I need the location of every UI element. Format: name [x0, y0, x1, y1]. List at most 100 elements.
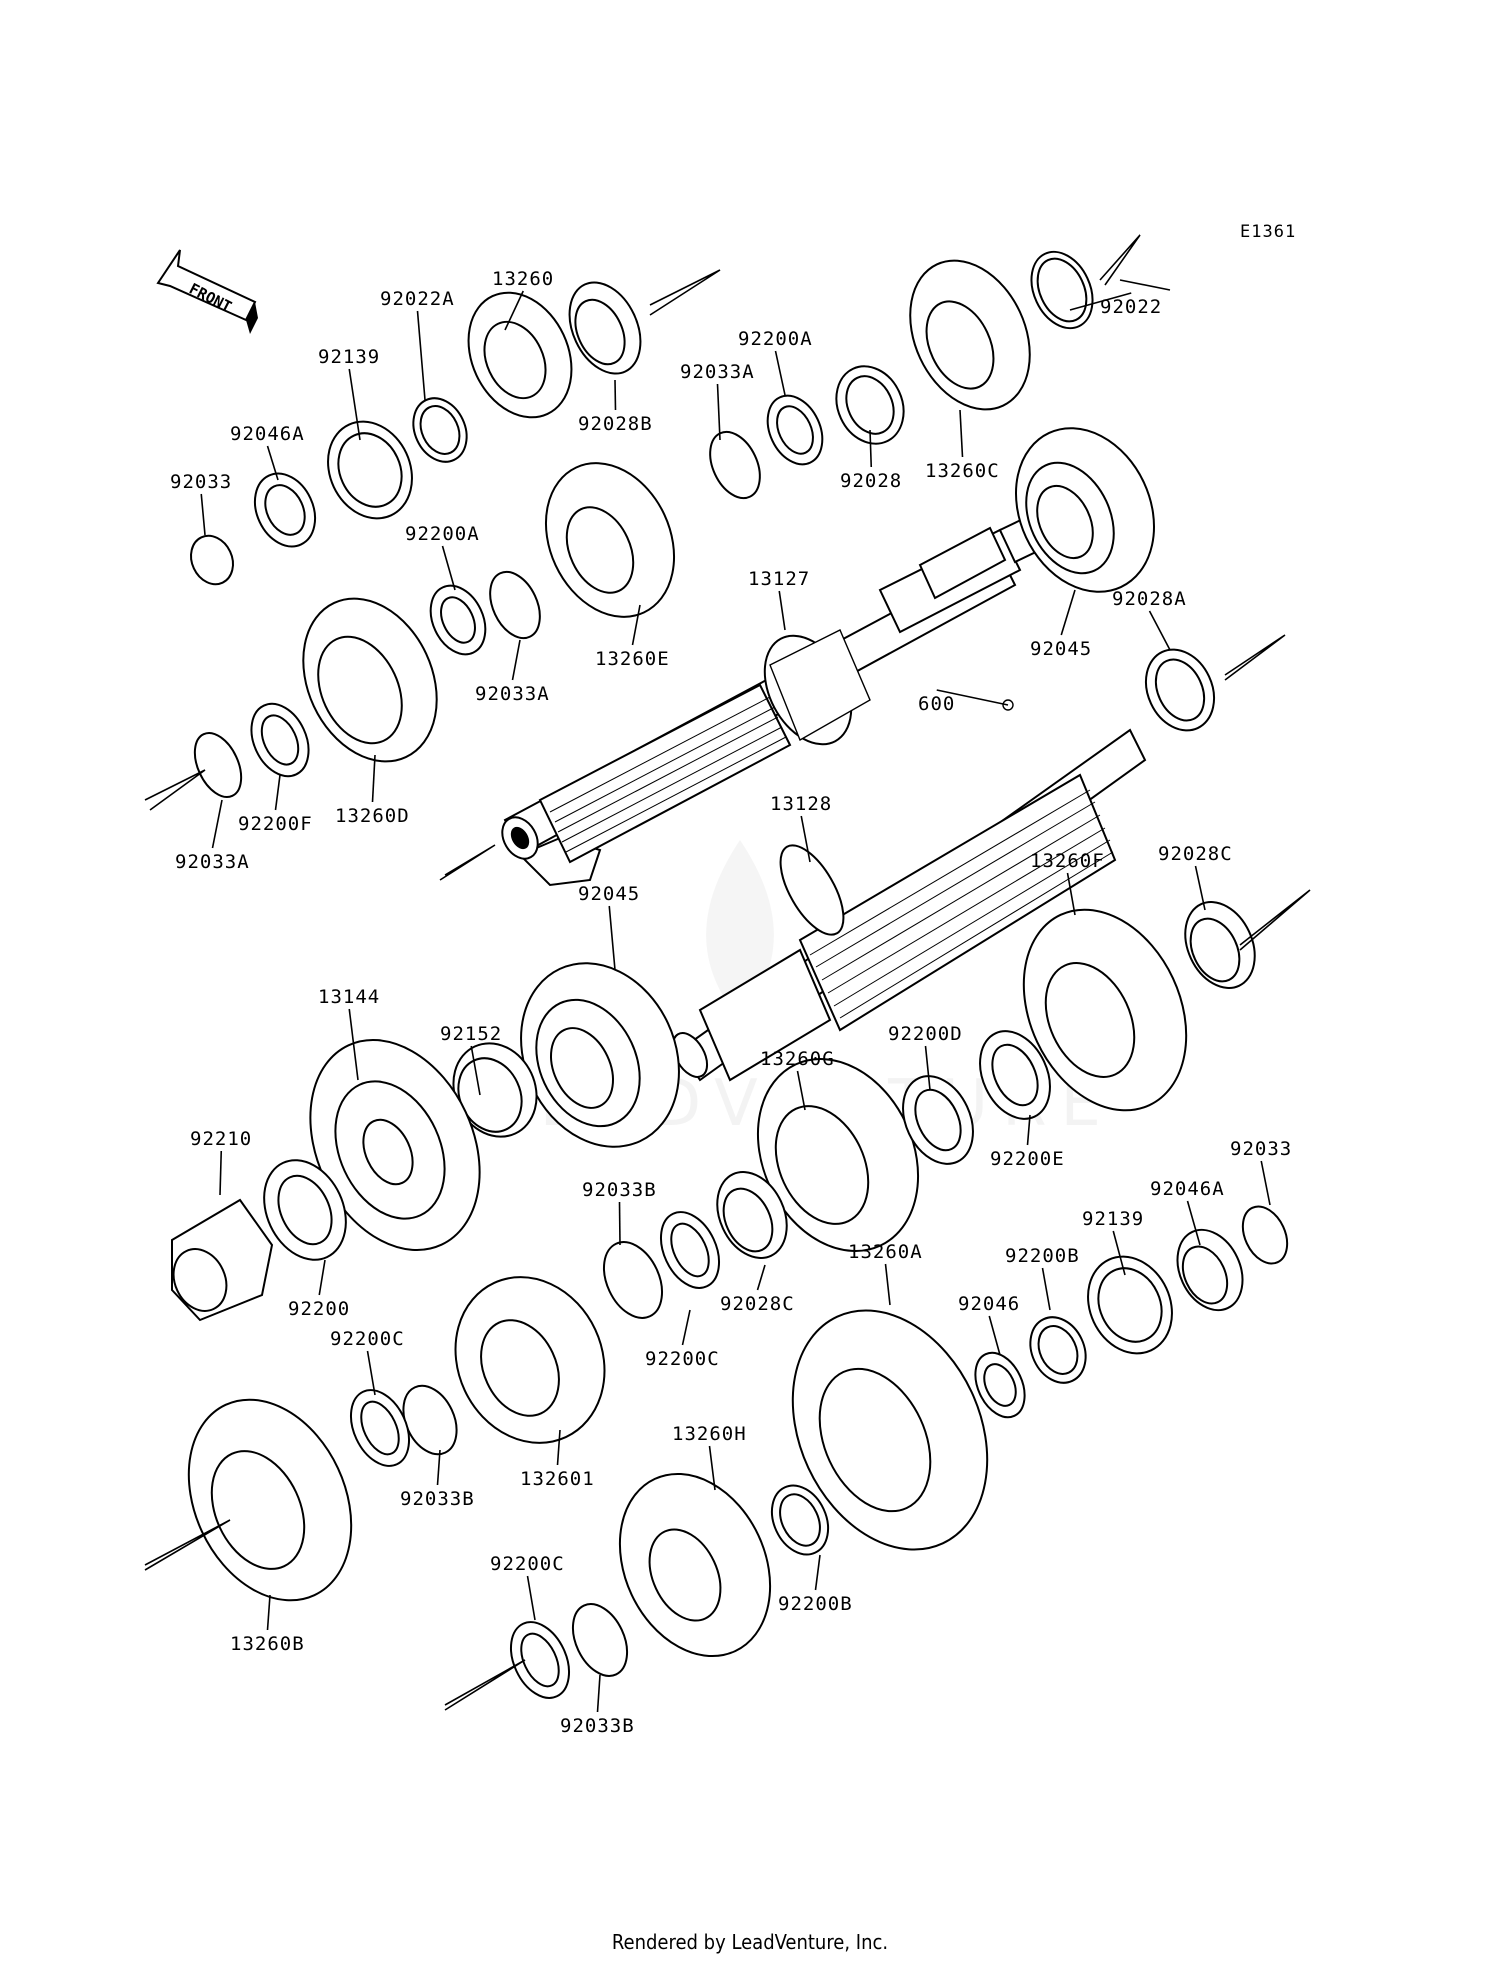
- part-label-p92033_right: 92033: [1230, 1138, 1292, 1160]
- leader-line-p13260B: [266, 1594, 271, 1631]
- part-label-p13260H: 13260H: [672, 1423, 747, 1445]
- part-label-p92022A: 92022A: [380, 288, 455, 310]
- leader-line-p92033A_low: [211, 799, 223, 849]
- leader-line-p13260F: [1066, 872, 1076, 916]
- leader-line-p92028B: [614, 379, 617, 411]
- gear-13260A: [791, 1309, 989, 1551]
- circlip-92033A-top: [709, 430, 761, 500]
- bushing-92139-top: [327, 420, 413, 520]
- gear-13260H: [618, 1472, 772, 1658]
- ball-bearing-92045-mid: [520, 962, 680, 1148]
- part-label-p92033a: 92033: [170, 471, 232, 493]
- ball-bearing-92045-top: [1015, 427, 1155, 593]
- washer-92200B-a: [1029, 1316, 1087, 1384]
- leader-line-p92033B_a: [618, 1201, 621, 1246]
- leader-line-p92200E: [1026, 1114, 1031, 1146]
- leader-line-p92045_mid: [608, 905, 616, 971]
- part-label-p92152: 92152: [440, 1023, 502, 1045]
- washer-92022: [1030, 250, 1094, 330]
- gear-13260B: [187, 1398, 353, 1602]
- circlip-92033A-low: [193, 732, 243, 798]
- diagram-id: E1361: [1240, 222, 1297, 242]
- splined-washer-92200E: [979, 1030, 1051, 1120]
- part-label-p13144: 13144: [318, 986, 380, 1008]
- leader-line-p92200C_a: [681, 1309, 691, 1346]
- part-label-p92033A_top: 92033A: [680, 361, 755, 383]
- leader-line-p13128: [800, 815, 811, 863]
- leader-line-p92022: [1069, 292, 1132, 311]
- part-label-p92045_top: 92045: [1030, 638, 1092, 660]
- leader-line-p92028C_mid: [756, 1264, 766, 1291]
- part-label-p13260E: 13260E: [595, 648, 670, 670]
- leader-line-p92033A_mid: [511, 639, 521, 681]
- part-label-p92028C_mid: 92028C: [720, 1293, 795, 1315]
- part-label-p13128: 13128: [770, 793, 832, 815]
- part-label-p92200F: 92200F: [238, 813, 313, 835]
- part-label-p92200A_top: 92200A: [738, 328, 813, 350]
- splined-washer-92200D: [902, 1075, 974, 1165]
- part-label-p13127: 13127: [748, 568, 810, 590]
- leader-line-p92139a: [348, 368, 361, 441]
- leader-line-p92200F: [274, 774, 281, 811]
- splined-washer-92200C-b: [349, 1389, 411, 1467]
- leader-line-p92210: [219, 1150, 223, 1196]
- splined-washer-92200C-a: [659, 1211, 721, 1289]
- part-label-p92200C_c: 92200C: [490, 1553, 565, 1575]
- part-label-p92046: 92046: [958, 1293, 1020, 1315]
- part-label-p92033B_a: 92033B: [582, 1179, 657, 1201]
- part-label-p13260D: 13260D: [335, 805, 410, 827]
- part-label-p92200C_b: 92200C: [330, 1328, 405, 1350]
- output-shaft-13128: [671, 728, 1147, 1082]
- gear-13260: [467, 291, 573, 419]
- gear-13260D: [302, 597, 438, 763]
- part-label-p132601: 132601: [520, 1468, 595, 1490]
- leader-line-p92046: [988, 1315, 1001, 1356]
- part-label-p92139_right: 92139: [1082, 1208, 1144, 1230]
- gear-13260E: [544, 462, 676, 618]
- part-label-p92022: 92022: [1100, 296, 1162, 318]
- leader-line-p92028: [869, 429, 873, 468]
- part-label-p600: 600: [918, 693, 955, 715]
- part-label-p92200: 92200: [288, 1298, 350, 1320]
- part-label-p92200B_a: 92200B: [1005, 1245, 1080, 1267]
- leader-line-p92033A_top: [716, 383, 721, 441]
- leader-line-p92033B_c: [596, 1674, 601, 1713]
- part-label-p92046A: 92046A: [230, 423, 305, 445]
- leader-line-p13260H: [708, 1445, 716, 1491]
- leader-line-p13260G: [796, 1070, 806, 1111]
- leader-line-p13127: [778, 590, 786, 631]
- leader-line-p92046A_right: [1186, 1200, 1201, 1246]
- part-label-p13260: 13260: [492, 268, 554, 290]
- part-label-p13260C: 13260C: [925, 460, 1000, 482]
- gear-13260G: [756, 1057, 920, 1253]
- part-label-p92200B_b: 92200B: [778, 1593, 853, 1615]
- front-arrow-icon: [156, 249, 258, 334]
- splined-washer-92200: [263, 1159, 347, 1261]
- part-label-p92200C_a: 92200C: [645, 1348, 720, 1370]
- leader-line-p92022A: [416, 310, 426, 401]
- splined-washer-92200A-top: [766, 394, 824, 466]
- leader-line-p92046A: [266, 445, 279, 481]
- part-label-p92045_mid: 92045: [578, 883, 640, 905]
- input-shaft-13127: [501, 516, 1042, 887]
- leader-line-p92045_top: [1060, 589, 1076, 636]
- leader-line-p92139_right: [1112, 1230, 1126, 1276]
- leader-line-p13260E: [631, 604, 641, 646]
- needle-bearing-92028C-top: [1184, 901, 1256, 989]
- part-label-p92210: 92210: [190, 1128, 252, 1150]
- leader-line-p92028A: [1148, 610, 1171, 651]
- footer-credit: Rendered by LeadVenture, Inc.: [611, 1930, 889, 1954]
- part-label-p13260F: 13260F: [1030, 850, 1105, 872]
- part-label-p92028: 92028: [840, 470, 902, 492]
- leader-line-p92200A_top: [774, 350, 786, 396]
- needle-bearing-92028B: [568, 281, 642, 375]
- circlip-92033A-mid: [489, 570, 541, 640]
- leader-line-p92033_right: [1260, 1160, 1271, 1206]
- part-label-p92033A_low: 92033A: [175, 851, 250, 873]
- leader-line-p13260C: [959, 409, 964, 458]
- needle-bearing-92028C-mid: [716, 1171, 788, 1259]
- part-label-p92028C_top: 92028C: [1158, 843, 1233, 865]
- leader-line-p92033B_b: [436, 1449, 441, 1486]
- assembly-axis-lines: [144, 234, 1311, 1711]
